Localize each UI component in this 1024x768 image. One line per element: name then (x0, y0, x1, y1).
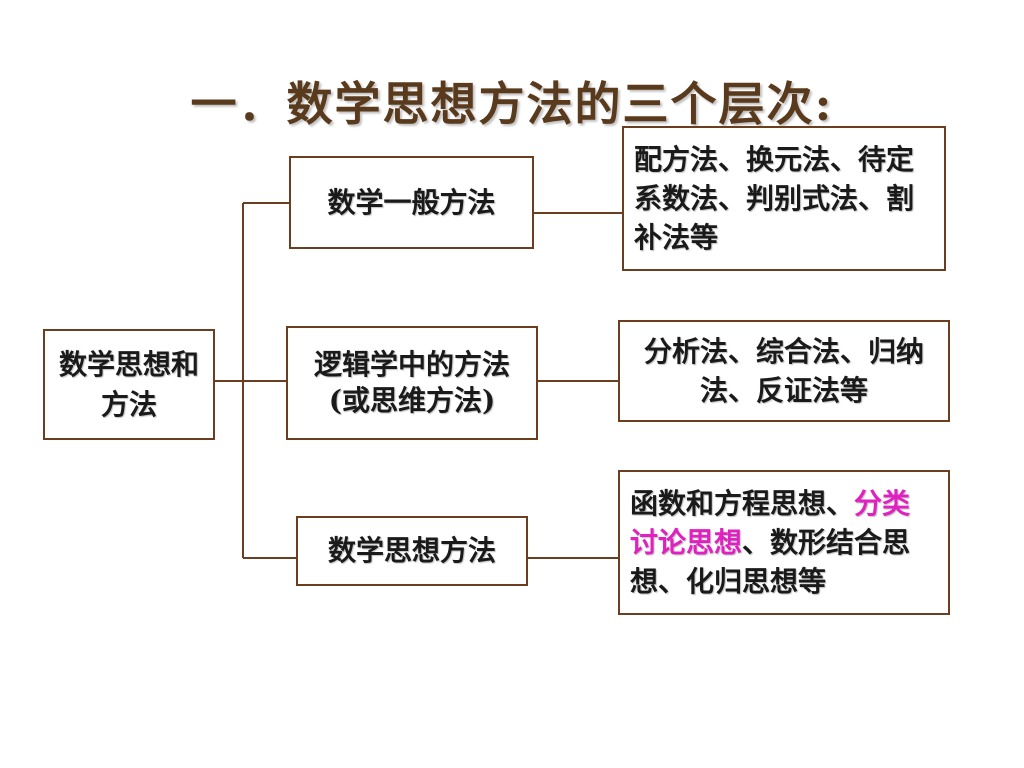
level-node-1: 数学一般方法 (289, 156, 534, 249)
examples-node-3-pre: 函数和方程思想、 (630, 486, 855, 520)
examples-node-2-text: 分析法、综合法、归纳法、反证法等 (643, 334, 924, 407)
root-node-label: 数学思想和方法 (59, 348, 200, 421)
examples-node-3-text: 函数和方程思想、分类讨论思想、数形结合思想、化归思想等 (630, 484, 938, 602)
examples-node-1: 配方法、换元法、待定系数法、判别式法、割补法等 (622, 126, 946, 271)
level-node-3-label: 数学思想方法 (327, 534, 496, 568)
examples-node-1-text: 配方法、换元法、待定系数法、判别式法、割补法等 (634, 142, 915, 255)
level-node-3: 数学思想方法 (296, 516, 528, 586)
level-node-1-label: 数学一般方法 (327, 185, 496, 219)
level-node-2: 逻辑学中的方法(或思维方法) (286, 326, 538, 440)
examples-node-3: 函数和方程思想、分类讨论思想、数形结合思想、化归思想等 (618, 470, 950, 615)
level-node-2-label: 逻辑学中的方法(或思维方法) (313, 347, 510, 417)
examples-node-3-post: 、数形结合思想、化归思想等 (630, 525, 911, 599)
page-title: 一．数学思想方法的三个层次: (190, 77, 834, 131)
examples-node-3-highlight: 分类讨论思想 (630, 486, 911, 559)
examples-node-2: 分析法、综合法、归纳法、反证法等 (618, 320, 950, 422)
root-node: 数学思想和方法 (43, 329, 215, 440)
